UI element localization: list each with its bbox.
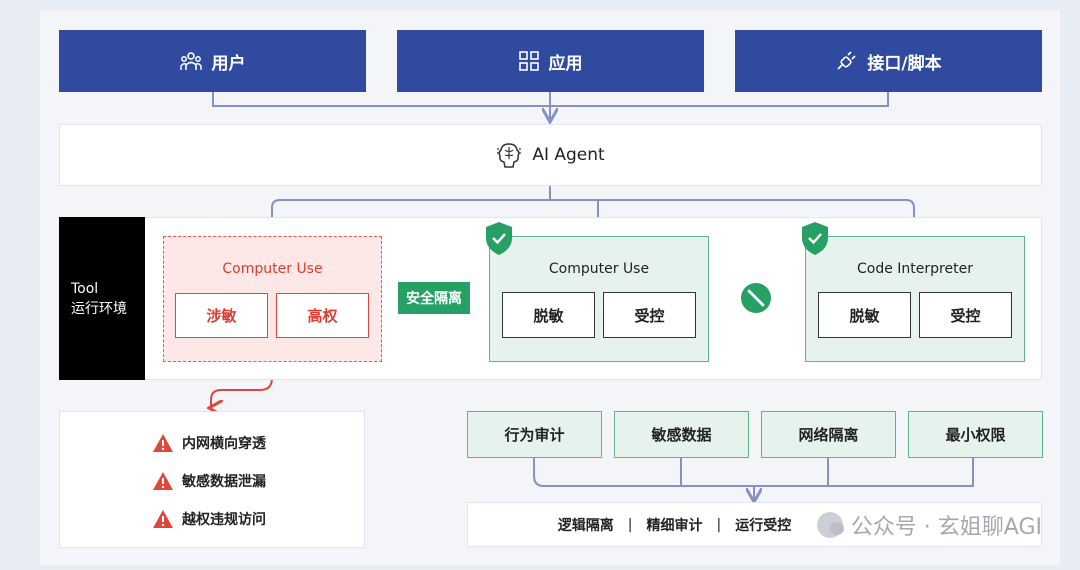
users-box: 用户 [59, 30, 366, 92]
code-interpreter-box: Code Interpreter 脱敏 受控 [805, 236, 1025, 362]
risk-item: 越权违规访问 [152, 509, 266, 529]
warning-icon [153, 510, 173, 528]
warning-icon [153, 434, 173, 452]
unsafe-title: Computer Use [222, 261, 323, 277]
ci-controlled-item: 受控 [919, 292, 1012, 338]
unsafe-privileged-item: 高权 [276, 293, 369, 338]
warning-icon [153, 472, 173, 490]
apps-grid-icon [518, 51, 539, 71]
tool-runtime-label: Tool 运行环境 [59, 217, 145, 380]
risk-item: 内网横向穿透 [152, 433, 266, 453]
apps-label: 应用 [548, 53, 583, 74]
summary-item: 运行受控 [735, 517, 792, 534]
unsafe-sensitive-item: 涉敏 [175, 293, 268, 338]
tool-label-line2: 运行环境 [71, 300, 127, 317]
wechat-logo-icon [816, 512, 844, 538]
apps-box: 应用 [397, 30, 704, 92]
summary-separator: | [716, 516, 722, 533]
summary-item: 精细审计 [646, 517, 703, 534]
safe-computer-use-box: Computer Use 脱敏 受控 [489, 236, 709, 362]
safe-cu-title: Computer Use [548, 261, 650, 277]
code-interpreter-title: Code Interpreter [857, 261, 973, 277]
watermark-text: 公众号 · 玄姐聊AGI [850, 515, 1042, 540]
users-label: 用户 [211, 53, 246, 74]
control-behavior-audit: 行为审计 [467, 411, 602, 458]
control-sensitive-data: 敏感数据 [614, 411, 749, 458]
api-box: 接口/脚本 [735, 30, 1042, 92]
watermark: 公众号 · 玄姐聊AGI [816, 509, 1042, 541]
agent-branch-line [271, 199, 915, 217]
shield-check-icon [486, 222, 512, 255]
ai-agent-label: AI Agent [532, 145, 605, 165]
risk-arrow [211, 362, 273, 408]
risks-panel: 内网横向穿透 敏感数据泄漏 越权违规访问 [59, 411, 365, 548]
risk-label: 敏感数据泄漏 [182, 474, 266, 490]
risk-item: 敏感数据泄漏 [152, 471, 266, 491]
summary-item: 逻辑隔离 [557, 517, 614, 534]
shield-check-icon [802, 222, 828, 255]
tool-label-line1: Tool [71, 280, 99, 297]
summary-bar: 逻辑隔离 | 精细审计 | 运行受控 [467, 502, 1042, 547]
unsafe-computer-use-box: Computer Use 涉敏 高权 [163, 236, 382, 362]
api-label: 接口/脚本 [867, 53, 942, 74]
risk-label: 越权违规访问 [182, 512, 266, 528]
ci-desensitized-item: 脱敏 [818, 292, 911, 338]
ai-agent-box: AI Agent [59, 124, 1042, 186]
controls-merge-line [533, 458, 974, 487]
summary-separator: | [627, 516, 633, 533]
users-icon [179, 52, 202, 70]
safe-cu-desensitized-item: 脱敏 [502, 292, 595, 338]
control-network-isolation: 网络隔离 [761, 411, 896, 458]
no-access-icon [741, 283, 771, 313]
plug-icon [837, 51, 857, 70]
control-least-privilege: 最小权限 [908, 411, 1043, 458]
safe-cu-controlled-item: 受控 [603, 292, 696, 338]
security-isolation-tag: 安全隔离 [398, 282, 470, 314]
brain-chip-icon [497, 143, 522, 168]
risk-label: 内网横向穿透 [182, 436, 266, 452]
